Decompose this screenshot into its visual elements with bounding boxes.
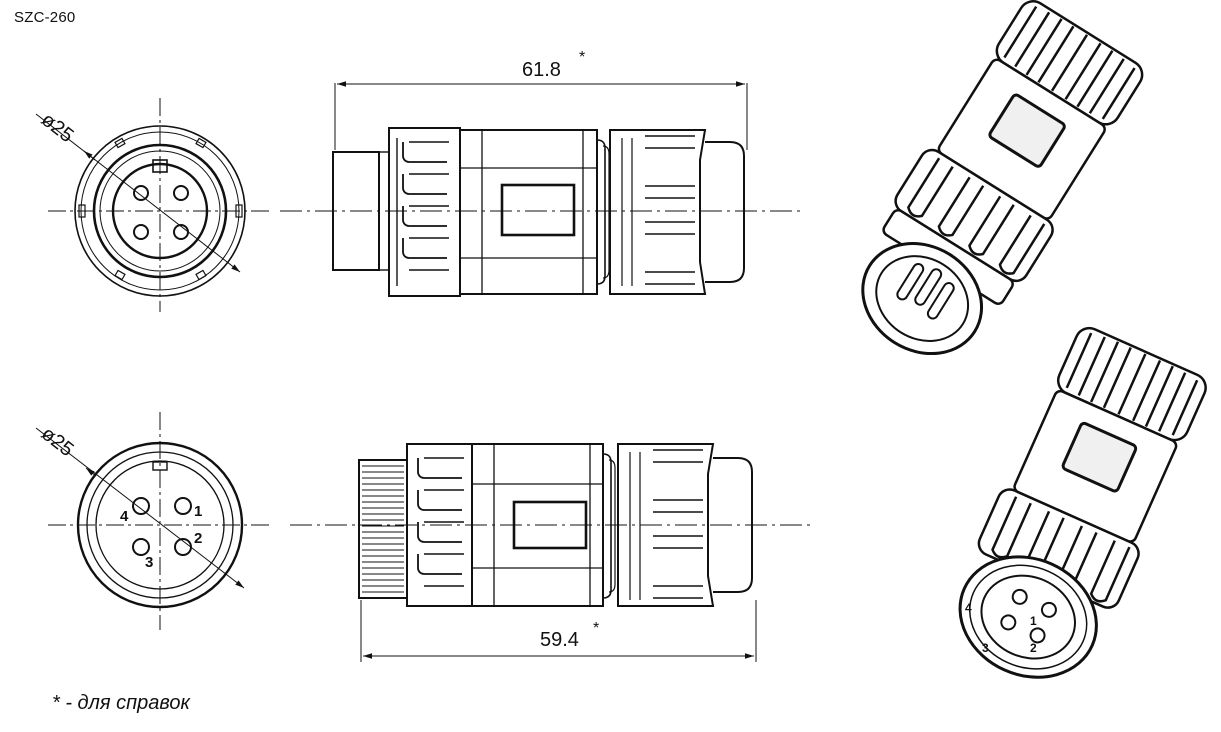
pin-label-3: 3 [145,554,153,571]
model-label: SZC-260 [14,9,76,26]
pin-label-2: 2 [194,530,202,547]
render-pin-label-3: 3 [982,641,989,655]
render-pin-label-2: 2 [1030,641,1037,655]
bottom-side-view [290,443,810,662]
female-connector-render [958,326,1207,679]
top-length-mark: * [579,49,585,66]
bottom-front-view [35,412,272,630]
male-connector-render [861,0,1144,356]
render-pin-label-4: 4 [965,601,972,615]
top-length-label: 61.8 [522,59,561,81]
top-front-view [35,98,272,312]
top-side-view [280,81,805,297]
bottom-length-label: 59.4 [540,629,579,651]
footnote: * - для справок [52,692,190,714]
render-pin-labels: 1 2 3 4 [965,601,1037,655]
bottom-length-mark: * [593,620,599,637]
render-pin-label-1: 1 [1030,614,1037,628]
pin-label-1: 1 [194,503,202,520]
pin-label-4: 4 [120,508,129,525]
